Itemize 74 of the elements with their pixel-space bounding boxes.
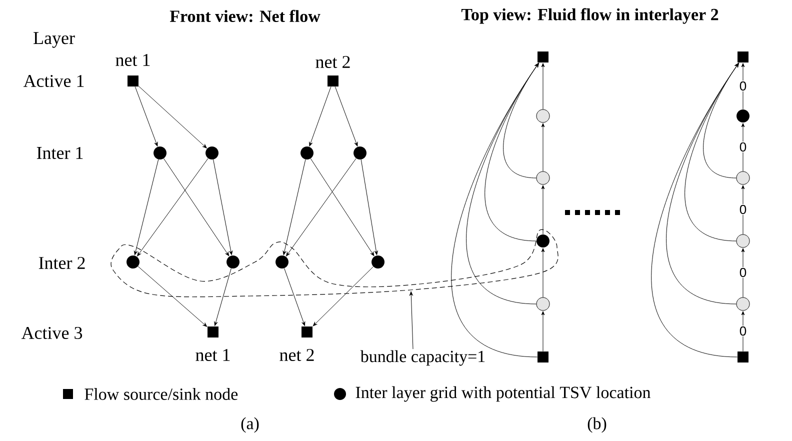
view-title: Top view: Fluid flow in interlayer 2: [461, 8, 718, 24]
grid-point: [736, 234, 750, 248]
arrow: [651, 63, 739, 358]
flow-node: [538, 52, 548, 62]
flow-node: [538, 352, 548, 362]
net-label: net 2: [280, 348, 314, 362]
layer-label: Active 3: [21, 326, 82, 340]
tsv-point: [126, 256, 140, 268]
arrow: [214, 268, 232, 326]
arrow: [134, 159, 159, 256]
view-title: Front view: Net flow: [170, 10, 320, 22]
arrow: [541, 185, 545, 235]
edge-label: 0: [738, 80, 748, 92]
grid-point: [536, 109, 550, 123]
leader-line: [409, 291, 414, 350]
grid-point: [536, 297, 550, 311]
tsv-point: [206, 146, 218, 160]
tsv-point: [354, 146, 366, 160]
arrow: [284, 268, 306, 326]
net-label: net 1: [196, 348, 230, 362]
edge-label: 0: [738, 142, 748, 152]
arrow: [541, 63, 545, 110]
arrow: [334, 86, 358, 146]
edge-label: 0: [738, 267, 748, 278]
grid-point: [736, 171, 750, 185]
tsv-point: [300, 146, 314, 160]
layer-label: Inter 2: [38, 256, 85, 270]
legend-text: Inter layer grid with potential TSV location: [356, 386, 651, 402]
arrow: [451, 63, 539, 358]
panel-label: (b): [588, 417, 606, 433]
arrow: [138, 266, 208, 327]
bundle-label: bundle capacity=1: [360, 350, 485, 366]
net-label: net 2: [316, 56, 350, 68]
arrow: [741, 185, 745, 234]
arrow: [310, 158, 374, 256]
tsv-point: [372, 256, 384, 268]
arrow: [541, 248, 545, 298]
layer-label: Active 1: [23, 74, 84, 88]
net-label: net 1: [116, 54, 150, 66]
layer-label: Layer: [34, 32, 75, 48]
arrow: [741, 248, 745, 298]
arrow: [541, 123, 545, 172]
arrow: [134, 86, 158, 146]
flow-node: [738, 352, 748, 362]
flow-node: [302, 326, 312, 338]
flow-node: [208, 326, 218, 338]
tsv-point: [536, 234, 550, 248]
flow-node: [328, 76, 338, 86]
edge-label: 0: [738, 204, 748, 215]
arrow: [741, 123, 745, 172]
arrow: [163, 158, 230, 256]
legend-text: Flow source/sink node: [84, 388, 238, 400]
flow-node: [738, 52, 748, 62]
arrow: [286, 158, 356, 256]
arrow: [741, 63, 745, 110]
panel-label: (a): [241, 417, 259, 433]
layer-label: Inter 1: [36, 146, 83, 160]
tsv-point: [276, 256, 288, 268]
arrow: [312, 266, 374, 326]
edge-label: 0: [738, 326, 748, 336]
flow-node: [128, 76, 138, 86]
arrow: [309, 86, 332, 146]
arrow: [213, 159, 233, 255]
grid-point: [736, 297, 750, 311]
arrow: [360, 159, 378, 255]
arrow: [137, 158, 208, 256]
grid-point: [536, 171, 550, 185]
tsv-point: [736, 110, 750, 122]
arrow: [138, 86, 207, 148]
arrow: [741, 311, 745, 352]
arrow: [541, 311, 545, 352]
tsv-point: [154, 146, 166, 160]
tsv-point: [226, 256, 240, 268]
arrow: [282, 159, 306, 256]
